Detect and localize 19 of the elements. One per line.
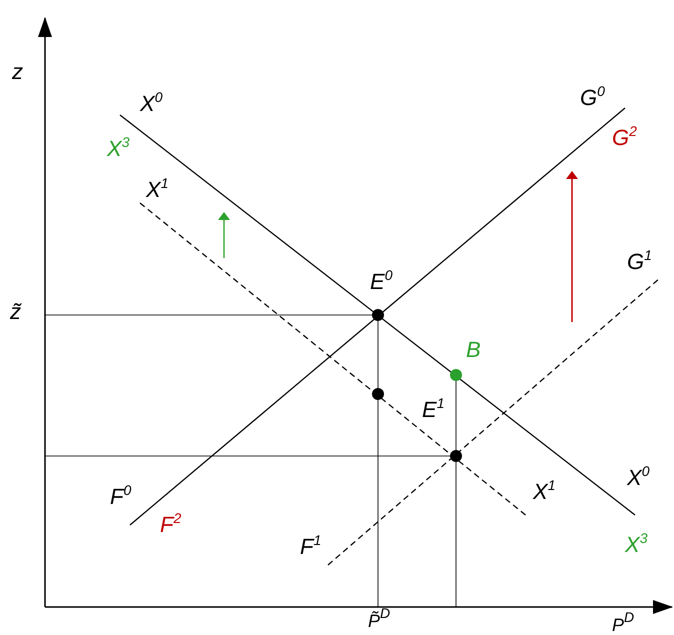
point-label: E$^{1}$	[422, 398, 444, 424]
point-label: B	[466, 338, 481, 362]
curve-label: F$^{0}$	[110, 485, 132, 511]
curve-label: F$^{1}$	[300, 535, 322, 561]
curve-label: X$^{1}$	[146, 178, 168, 204]
curve-label: X$^{3}$	[107, 137, 130, 163]
curve-label: X$^{1}$	[533, 480, 556, 506]
curve-label: F$^{2}$	[160, 513, 182, 539]
curve-label: X$^{0}$	[627, 466, 650, 492]
curve-label: X$^{0}$	[140, 92, 162, 118]
axis-label: P̃$^{D}$	[368, 609, 390, 633]
point-label: E$^{0}$	[370, 270, 392, 296]
curve-label: G$^{0}$	[580, 86, 605, 112]
axis-label: z	[12, 60, 23, 84]
axis-label: P$^{D}$	[612, 613, 634, 635]
axis-label: z̃	[10, 300, 21, 324]
curve-label: G$^{2}$	[612, 126, 637, 152]
curve-label: X$^{3}$	[625, 533, 648, 559]
curve-label: G$^{1}$	[627, 250, 652, 276]
